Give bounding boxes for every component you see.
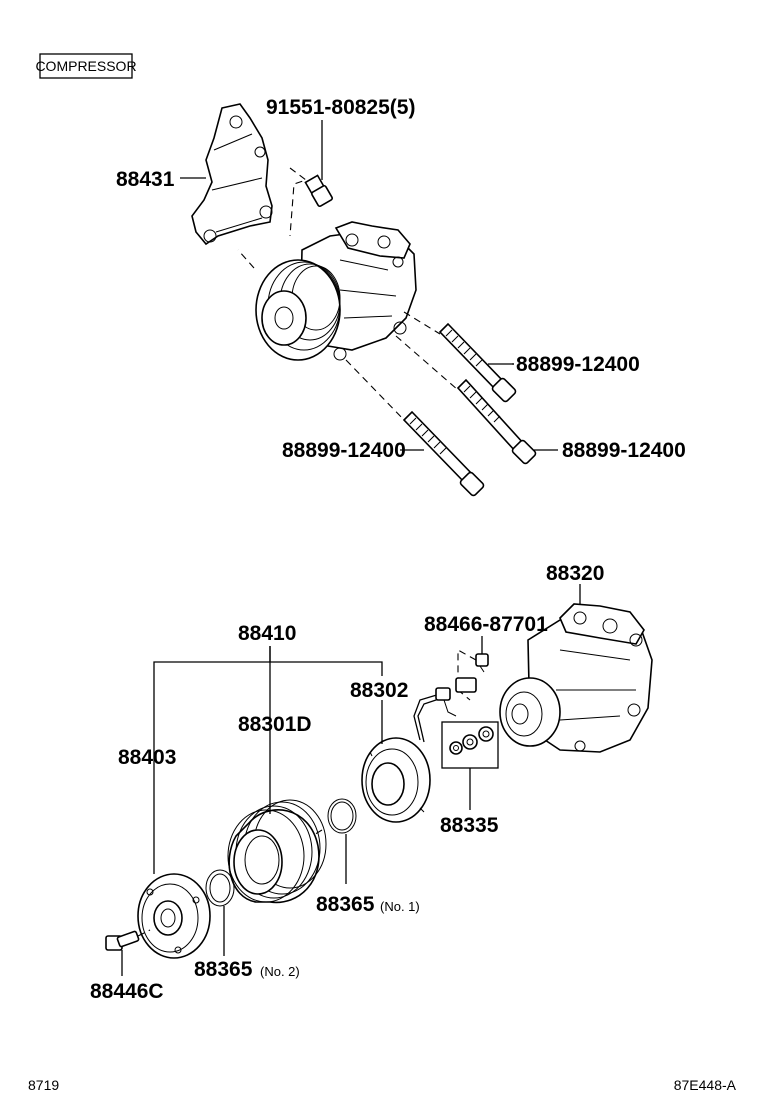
label-88431: 88431 xyxy=(116,168,175,191)
bolt-88899-c xyxy=(402,410,485,497)
label-88301D: 88301D xyxy=(238,713,312,736)
label-88302: 88302 xyxy=(350,679,408,702)
label-88320: 88320 xyxy=(546,562,604,585)
wire-harness xyxy=(413,677,477,743)
bracket-88410 xyxy=(153,661,383,874)
label-91551: 91551-80825(5) xyxy=(266,96,415,119)
footer-left: 8719 xyxy=(28,1077,59,1093)
dash-91551 xyxy=(289,167,308,237)
bolt-88899-a xyxy=(438,322,517,403)
screw-88466 xyxy=(475,653,489,673)
dash-88899-b xyxy=(395,335,459,391)
compressor-88320 xyxy=(499,603,653,753)
label-88899-c: 88899-12400 xyxy=(282,439,406,462)
label-88365-no2: 88365 xyxy=(194,958,253,981)
label-88446C: 88446C xyxy=(90,980,164,1003)
pulley-88301D xyxy=(227,799,327,904)
label-88335: 88335 xyxy=(440,814,499,837)
label-88899-b: 88899-12400 xyxy=(562,439,686,462)
dash-88899-a xyxy=(403,311,441,335)
dash-88446C xyxy=(137,929,151,937)
bolt-88899-b xyxy=(456,378,537,465)
label-88365-no1-note: (No. 1) xyxy=(380,899,420,914)
label-88403: 88403 xyxy=(118,746,176,769)
label-88365-no2-note: (No. 2) xyxy=(260,964,300,979)
bracket-88431 xyxy=(191,103,273,246)
section-tag: COMPRESSOR xyxy=(35,53,137,79)
snap-ring-no2 xyxy=(205,869,235,907)
dash-ring1 xyxy=(311,829,323,837)
bolt-88446C xyxy=(105,930,140,951)
footer-right: 87E448-A xyxy=(674,1077,737,1093)
field-coil-88302 xyxy=(361,737,431,823)
label-88410: 88410 xyxy=(238,622,296,645)
section-tag-label: COMPRESSOR xyxy=(35,58,136,74)
pressure-plate-88403 xyxy=(137,873,211,959)
snap-ring-no1 xyxy=(327,798,357,834)
label-88899-a: 88899-12400 xyxy=(516,353,640,376)
bolt-91551 xyxy=(304,174,333,207)
compressor-upper xyxy=(255,221,417,361)
seal-kit-88335 xyxy=(441,721,499,769)
dash-bracket xyxy=(237,249,255,269)
dash-88466 xyxy=(457,649,477,701)
label-88365-no1: 88365 xyxy=(316,893,375,916)
label-88466: 88466-87701 xyxy=(424,613,548,636)
dash-88899-c xyxy=(345,359,407,423)
